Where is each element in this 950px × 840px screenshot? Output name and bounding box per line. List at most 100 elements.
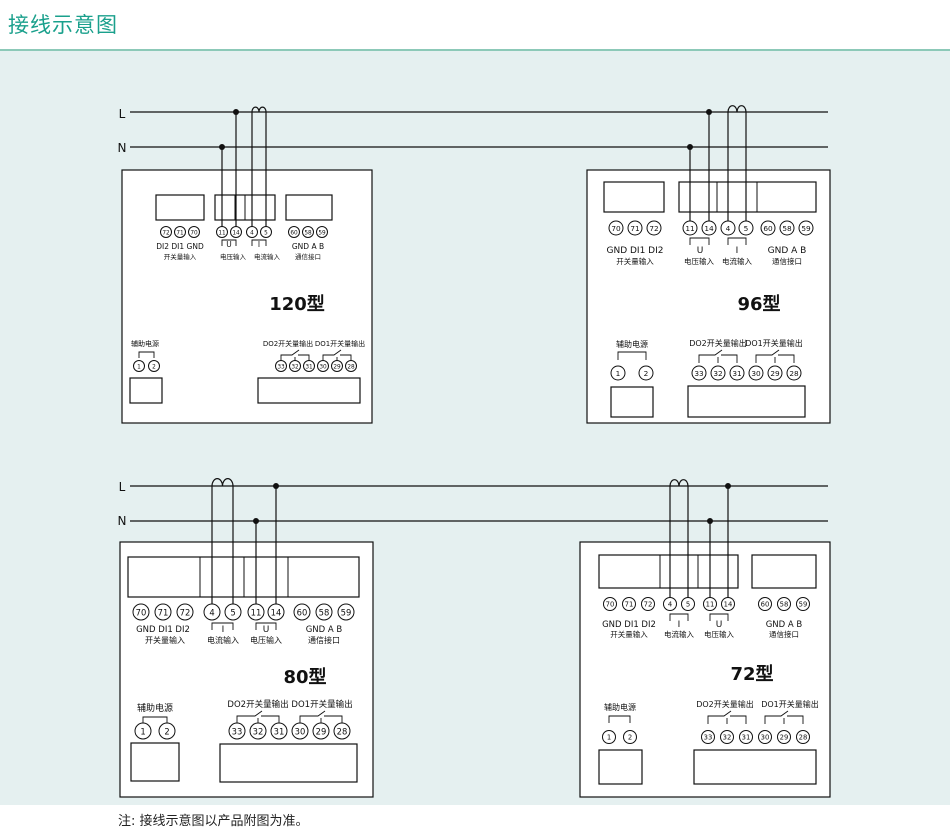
meter-72-ct-loop bbox=[669, 479, 689, 487]
meter-80-terminal-4 bbox=[203, 603, 221, 621]
meter-80-terminal-59-label: 59 bbox=[341, 607, 352, 617]
meter-96-aux-box bbox=[610, 386, 654, 418]
meter-72-terminal-58 bbox=[777, 597, 791, 611]
meter-72-comm-window bbox=[751, 554, 817, 589]
meter-80-do-terminal-31-label: 31 bbox=[274, 726, 285, 736]
meter-80-do-terminal-33 bbox=[228, 722, 246, 740]
meter-72-do-terminal-32-label: 32 bbox=[723, 734, 732, 742]
line-L-label-top: L bbox=[119, 107, 126, 121]
meter-120-do2-label: DO2开关量输出 bbox=[263, 339, 313, 348]
meter-72-terminal-4-label: 4 bbox=[668, 601, 672, 609]
meter-96-do-terminal-31-label: 31 bbox=[732, 369, 741, 378]
meter-80-terminal-59 bbox=[337, 603, 355, 621]
meter-96-di-label: 开关量输入 bbox=[616, 256, 654, 266]
meter-120-comm-window bbox=[285, 194, 333, 221]
meter-96-model: 96型 bbox=[737, 293, 780, 315]
meter-120-terminal-58-label: 58 bbox=[304, 230, 312, 236]
header-divider bbox=[0, 49, 950, 51]
meter-80-aux-terminal-1-label: 1 bbox=[140, 726, 145, 736]
meter-96-do-terminal-32 bbox=[710, 365, 726, 381]
meter-120-terminal-14-label: 14 bbox=[232, 230, 240, 236]
meter-72-u-bracket bbox=[709, 613, 729, 621]
meter-96-aux-bracket bbox=[617, 351, 647, 360]
meter-120-do2-relay bbox=[280, 349, 310, 360]
meter-72-u-sub: U bbox=[716, 620, 723, 630]
meter-72-terminal-72 bbox=[641, 597, 655, 611]
meter-72-aux-box bbox=[598, 749, 643, 785]
meter-96-terminal-58-label: 58 bbox=[782, 224, 792, 233]
meter-96-do-terminal-30-label: 30 bbox=[751, 369, 761, 378]
meter-80-do1-label: DO1开关量输出 bbox=[291, 699, 352, 710]
meter-96-terminal-72-label: 72 bbox=[649, 224, 658, 233]
meter-80-do-terminal-32 bbox=[249, 722, 267, 740]
meter-80-comm-sub: GND A B bbox=[306, 625, 343, 635]
meter-120-di-sub: DI2 DI1 GND bbox=[156, 242, 204, 251]
meter-80-aux-label: 辅助电源 bbox=[137, 702, 173, 714]
meter-80-terminal-58-label: 58 bbox=[319, 607, 330, 617]
meter-80-terminal-14 bbox=[267, 603, 285, 621]
meter-72-do-box bbox=[693, 749, 817, 785]
meter-72-do-terminal-33 bbox=[701, 730, 715, 744]
meter-120-terminal-5-label: 5 bbox=[264, 230, 268, 236]
meter-96-aux-terminal-2-label: 2 bbox=[644, 369, 649, 378]
meter-80-di-label: 开关量输入 bbox=[145, 635, 185, 645]
meter-72-do-terminal-29 bbox=[777, 730, 791, 744]
meter-96-terminal-11 bbox=[682, 220, 698, 236]
meter-120-di-window bbox=[155, 194, 205, 221]
line-L-label-bottom: L bbox=[119, 480, 126, 494]
meter-120-do-terminal-32-label: 32 bbox=[291, 364, 299, 370]
line-N-label-top: N bbox=[118, 141, 127, 155]
meter-72-terminal-4 bbox=[663, 597, 677, 611]
meter-72-do-terminal-29-label: 29 bbox=[780, 734, 789, 742]
meter-80-aux-terminal-2 bbox=[158, 722, 176, 740]
meter-72-terminal-59 bbox=[796, 597, 810, 611]
meter-120-aux-box bbox=[129, 377, 163, 404]
meter-80-terminal-5 bbox=[224, 603, 242, 621]
meter-72-i-bracket bbox=[669, 613, 689, 621]
meter-80-do-terminal-31 bbox=[270, 722, 288, 740]
meter-80-do-terminal-30-label: 30 bbox=[295, 726, 306, 736]
meter-72-terminal-5 bbox=[681, 597, 695, 611]
meter-96-terminal-4-label: 4 bbox=[726, 224, 731, 233]
meter-80-ct-loop bbox=[211, 478, 234, 487]
meter-120-do-terminal-32 bbox=[289, 360, 301, 372]
meter-80-terminal-11-label: 11 bbox=[251, 607, 262, 617]
meter-80-terminal-70-label: 70 bbox=[136, 607, 147, 617]
meter-96-terminal-72 bbox=[646, 220, 662, 236]
meter-96-i-label: 电流输入 bbox=[722, 256, 752, 266]
meter-120-terminal-59-label: 59 bbox=[318, 230, 326, 236]
meter-120-do-terminal-31-label: 31 bbox=[305, 364, 313, 370]
meter-72-aux-terminal-1 bbox=[602, 730, 616, 744]
meter-80-model: 80型 bbox=[283, 666, 326, 688]
meter-120-i-sub: I bbox=[258, 240, 260, 249]
meter-72-terminal-14-label: 14 bbox=[724, 601, 733, 609]
meter-120-aux-terminal-2 bbox=[148, 360, 160, 372]
meter-80-do-terminal-28-label: 28 bbox=[337, 726, 348, 736]
meter-72-aux-terminal-1-label: 1 bbox=[607, 734, 611, 742]
meter-96-terminal-59-label: 59 bbox=[801, 224, 811, 233]
meter-120-terminal-14 bbox=[230, 226, 242, 238]
meter-120-do-terminal-33 bbox=[275, 360, 287, 372]
meter-80-terminal-14-label: 14 bbox=[271, 607, 282, 617]
meter-120-do1-relay bbox=[322, 349, 352, 360]
meter-72-do-terminal-32 bbox=[720, 730, 734, 744]
meter-120-terminal-5 bbox=[260, 226, 272, 238]
meter-96-terminal-5-label: 5 bbox=[744, 224, 749, 233]
meter-120-do-terminal-28 bbox=[345, 360, 357, 372]
meter-96-terminal-71-label: 71 bbox=[630, 224, 639, 233]
meter-72-do-terminal-31 bbox=[739, 730, 753, 744]
meter-96-measure-window bbox=[678, 181, 817, 213]
meter-120-aux-terminal-2-label: 2 bbox=[152, 364, 156, 370]
meter-120-terminal-70 bbox=[188, 226, 200, 238]
meter-96-aux-terminal-2 bbox=[638, 365, 654, 381]
meter-120-u-sub: U bbox=[226, 240, 232, 249]
meter-96-i-sub: I bbox=[736, 246, 739, 256]
meter-96-do1-relay bbox=[755, 349, 795, 363]
meter-72-terminal-14 bbox=[721, 597, 735, 611]
meter-96-do-terminal-31 bbox=[729, 365, 745, 381]
meter-96-terminal-11-label: 11 bbox=[685, 224, 694, 233]
meter-120-do-terminal-30-label: 30 bbox=[319, 364, 327, 370]
meter-96-terminal-5 bbox=[738, 220, 754, 236]
meter-96-do-terminal-28 bbox=[786, 365, 802, 381]
meter-120-do-box bbox=[257, 377, 361, 404]
